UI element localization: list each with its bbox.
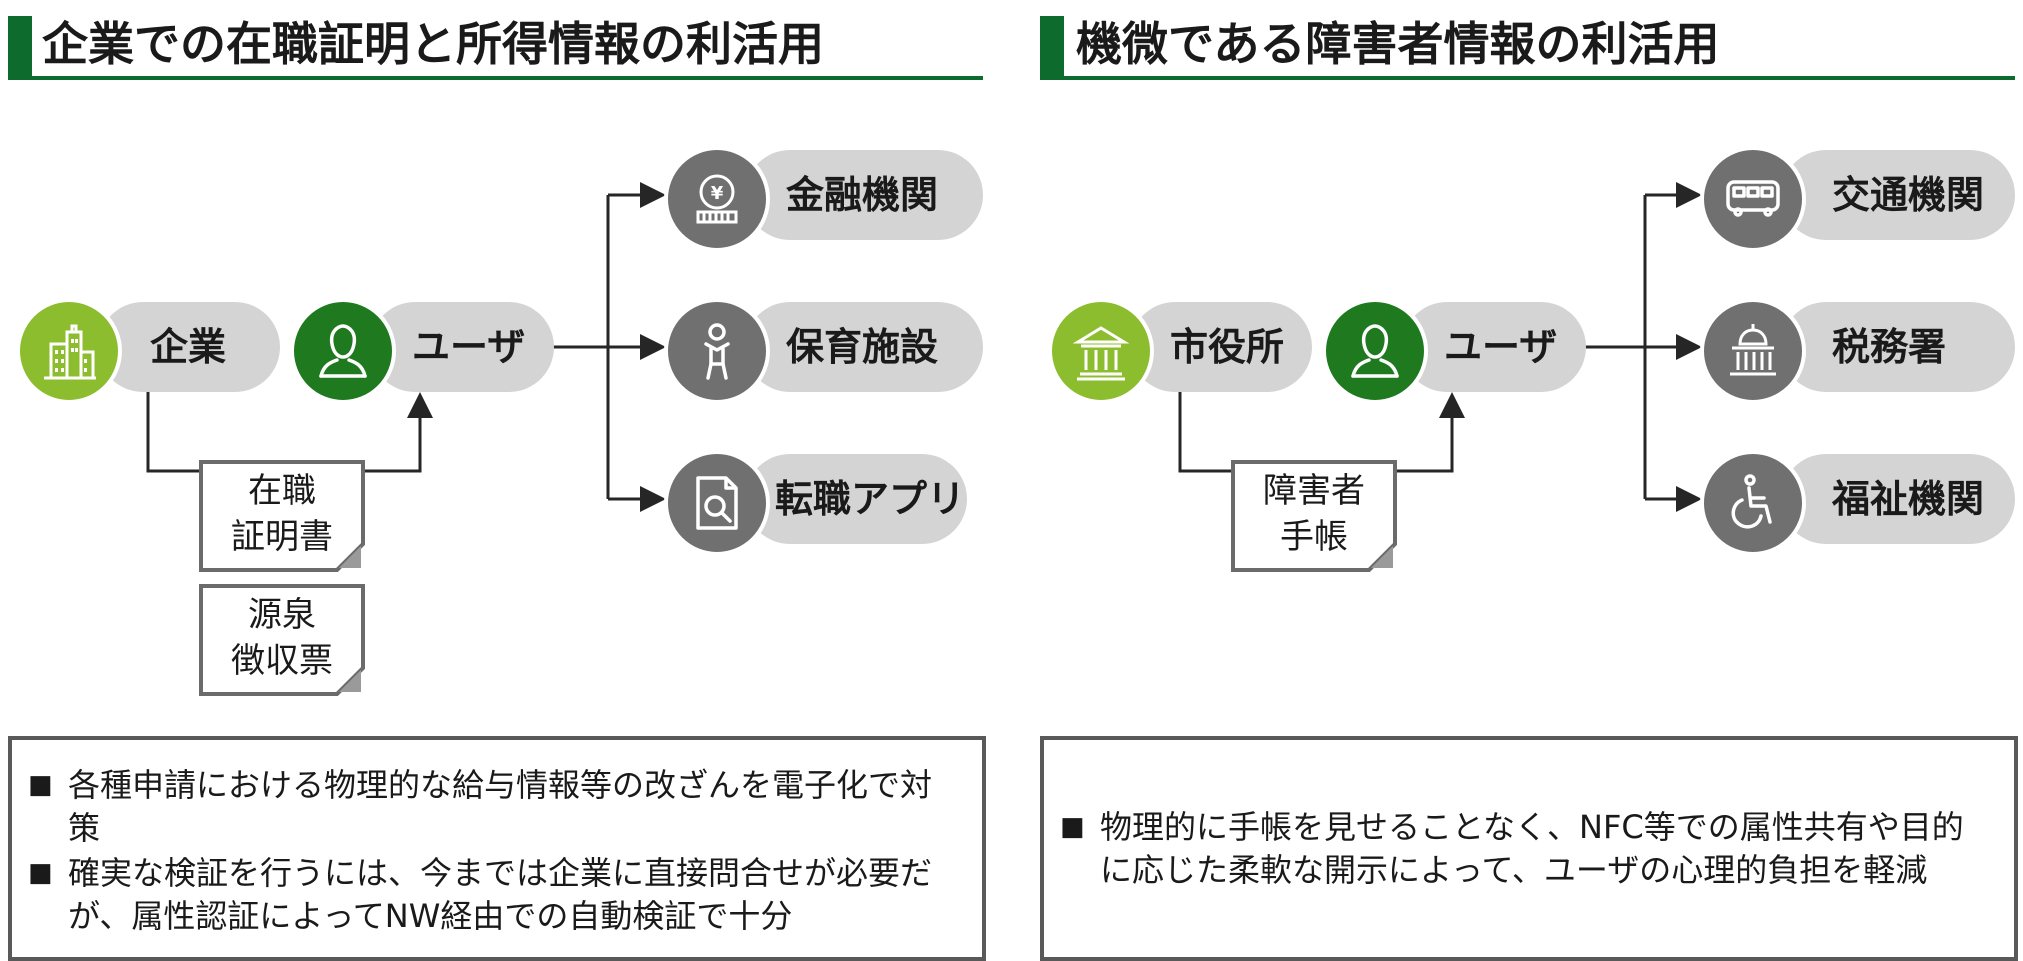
right-section-title: 機微である障害者情報の利活用: [1076, 17, 1720, 71]
right-title-accent: [1040, 16, 1064, 78]
left-doc-flow-line: [146, 388, 200, 473]
withholding-slip-label: 源泉 徴収票: [231, 595, 333, 681]
left-target-pill-1: [745, 150, 983, 240]
city-hall-icon: [1072, 326, 1130, 381]
left-target-label-1: 金融機関: [786, 173, 939, 217]
left-doc-to-user-line: [364, 402, 422, 473]
right-user-node-label: ユーザ: [1444, 325, 1558, 369]
employment-certificate-label: 在職 証明書: [231, 471, 333, 557]
right-doc-to-user-line: [1395, 402, 1454, 473]
left-notes-box: ■ 各種申請における物理的な給与情報等の改ざんを電子化で対策 ■ 確実な検証を行…: [8, 736, 986, 961]
right-target-circle-1: [1700, 146, 1806, 252]
right-notes-box: ■ 物理的に手帳を見せることなく、NFC等での属性共有や目的に応じた柔軟な開示に…: [1040, 736, 2018, 961]
user-icon: [319, 324, 367, 378]
left-target-circle-1: ¥: [664, 146, 770, 252]
right-target-circle-2: [1700, 298, 1806, 404]
right-target-pill-2: [1781, 302, 2015, 392]
left-note-text-1: 各種申請における物理的な給与情報等の改ざんを電子化で対策: [68, 766, 933, 847]
right-title-rule: [1040, 76, 2015, 80]
left-note-text-2: 確実な検証を行うには、今までは企業に直接問合せが必要だが、属性認証によってNW経…: [68, 854, 933, 935]
left-user-node-pill: [370, 302, 554, 392]
left-target-circle-3: [664, 450, 770, 556]
right-note-text-1: 物理的に手帳を見せることなく、NFC等での属性共有や目的に応じた柔軟な開示によっ…: [1100, 808, 1964, 889]
office-building-icon: [44, 324, 96, 380]
left-target-pill-2: [745, 302, 983, 392]
company-node-label: 企業: [150, 325, 227, 369]
right-user-node-pill: [1402, 302, 1586, 392]
right-user-node-circle: [1322, 298, 1428, 404]
right-arrowhead-top: [1676, 182, 1702, 208]
city-hall-node-label: 市役所: [1170, 325, 1285, 369]
right-target-pill-3: [1781, 454, 2015, 544]
document-search-icon: [696, 476, 738, 530]
right-target-label-2: 税務署: [1832, 325, 1947, 369]
right-target-label-1: 交通機関: [1832, 173, 1985, 217]
left-target-label-3: 転職アプリ: [775, 477, 966, 521]
svg-text:¥: ¥: [711, 183, 724, 204]
employment-certificate-doc: 在職 証明書: [199, 460, 365, 572]
right-doc-flow-line: [1178, 388, 1232, 473]
left-arrowhead-top: [640, 182, 666, 208]
left-arrowhead-bottom: [640, 486, 666, 512]
right-up-arrowhead: [1439, 392, 1465, 418]
withholding-slip-doc: 源泉 徴収票: [199, 584, 365, 696]
left-target-label-2: 保育施設: [786, 325, 939, 369]
left-section-title: 企業での在職証明と所得情報の利活用: [42, 17, 824, 71]
doc-fold-corner: [335, 542, 365, 572]
disability-handbook-doc: 障害者 手帳: [1231, 460, 1397, 572]
right-target-label-3: 福祉機関: [1832, 477, 1985, 521]
city-hall-node-circle: [1048, 298, 1154, 404]
left-title-accent: [8, 16, 32, 78]
right-target-circle-3: [1700, 450, 1806, 556]
bus-icon: [1726, 180, 1780, 217]
bullet-square: ■: [28, 858, 53, 888]
left-up-arrowhead: [407, 392, 433, 418]
left-target-pill-3: [745, 454, 967, 544]
left-title-rule: [8, 76, 983, 80]
government-building-icon: [1730, 324, 1776, 376]
left-user-node-circle: [290, 298, 396, 404]
doc-fold-corner: [1367, 542, 1397, 572]
doc-fold-corner: [335, 666, 365, 696]
child-icon: [704, 323, 730, 380]
company-node-circle: [16, 298, 122, 404]
company-node-pill: [98, 302, 280, 392]
left-user-node-label: ユーザ: [412, 325, 526, 369]
wheelchair-icon: [1731, 474, 1772, 529]
bullet-square: ■: [1060, 812, 1085, 842]
left-target-circle-2: [664, 298, 770, 404]
left-arrowhead-mid: [640, 334, 666, 360]
right-arrowhead-bottom: [1676, 486, 1702, 512]
right-arrowhead-mid: [1676, 334, 1702, 360]
disability-handbook-label: 障害者 手帳: [1263, 471, 1365, 557]
city-hall-node-pill: [1130, 302, 1312, 392]
bullet-square: ■: [28, 770, 53, 800]
user-icon: [1351, 324, 1399, 378]
right-target-pill-1: [1781, 150, 2015, 240]
yen-coin-icon: ¥: [696, 174, 738, 224]
